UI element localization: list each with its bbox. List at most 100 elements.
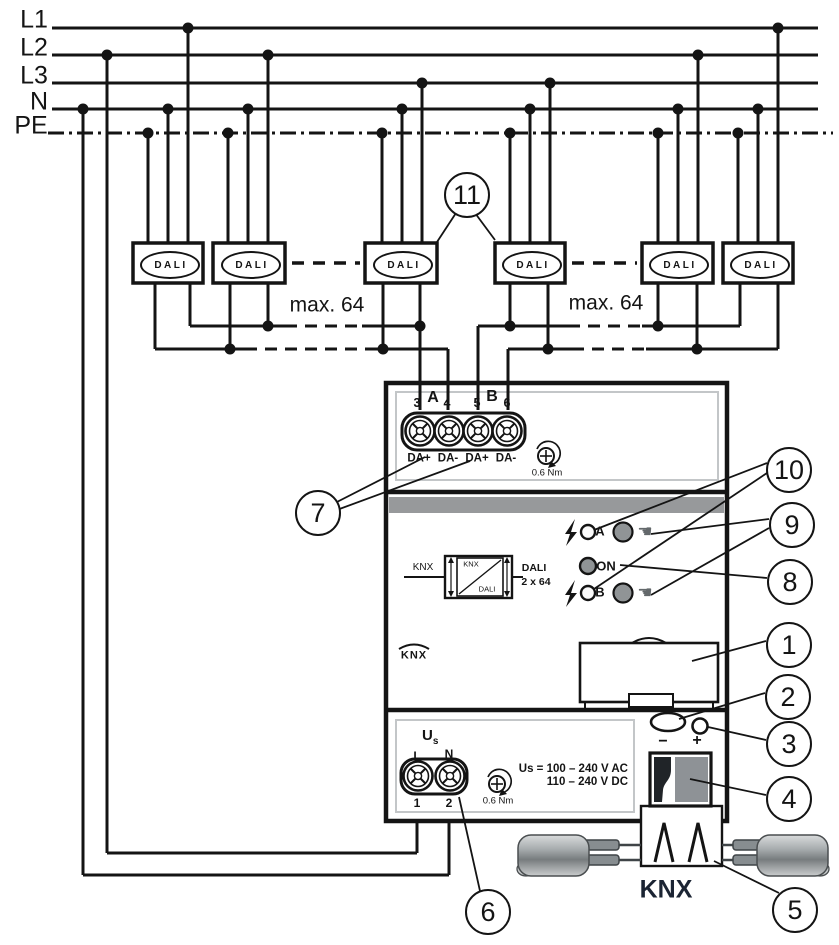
converter-inner-knx: KNX xyxy=(463,559,479,569)
callout-2: 2 xyxy=(765,674,811,720)
led-b-label: B xyxy=(595,584,605,600)
gray-band xyxy=(389,497,724,513)
callout-4: 4 xyxy=(766,776,812,822)
torque-label-bottom: 0.6 Nm xyxy=(482,795,514,807)
screw-terminal-icon xyxy=(462,415,494,447)
us-label: Us xyxy=(422,727,439,747)
rail-label-n: N xyxy=(29,87,49,116)
converter-inner-dali: DALI xyxy=(478,584,496,594)
callout-3: 3 xyxy=(766,721,812,767)
channel-b-label: B xyxy=(486,388,498,405)
knx-logo: KNX xyxy=(400,649,428,662)
knx-logo-arc xyxy=(398,643,430,650)
torque-screw-icon xyxy=(487,768,513,796)
programming-button[interactable] xyxy=(649,711,687,733)
programming-led xyxy=(691,717,709,735)
channel-a-label: A xyxy=(427,389,439,406)
callout-9: 9 xyxy=(769,502,815,548)
dali-ballast-logo: DALI xyxy=(373,251,433,279)
max-devices-label-a: max. 64 xyxy=(289,293,365,317)
screw-terminal-icon xyxy=(404,415,436,447)
wire-label-da-plus-a: DA+ xyxy=(407,452,431,465)
junction-dots xyxy=(77,22,784,355)
callout-leader-lines xyxy=(332,212,780,894)
gateway-supply-wires xyxy=(81,55,451,877)
screw-terminal-icon xyxy=(434,760,466,792)
dali-oval-icon: DALI xyxy=(140,251,200,279)
led-on-label: ON xyxy=(596,558,616,574)
wire-label-da-minus-a: DA- xyxy=(437,452,459,465)
callout-1: 1 xyxy=(766,622,812,668)
dali-oval-icon: DALI xyxy=(502,251,562,279)
dali-oval-icon: DALI xyxy=(221,251,281,279)
dali-oval-icon: DALI xyxy=(649,251,709,279)
wire-label-da-plus-b: DA+ xyxy=(465,452,489,465)
terminal-3-label: 3 xyxy=(413,395,421,410)
led-a-label: A xyxy=(595,523,605,539)
terminal-5-label: 5 xyxy=(473,395,481,410)
screw-terminal-icon xyxy=(491,415,523,447)
dali-ballast-logo: DALI xyxy=(730,251,790,279)
label-holder xyxy=(578,637,720,709)
knx-cable-right xyxy=(722,834,830,877)
callout-5: 5 xyxy=(772,887,818,933)
torque-screw-icon xyxy=(536,440,562,468)
supply-n-label: N xyxy=(444,747,454,761)
press-hand-icon: ☚ xyxy=(637,583,653,602)
terminal-4-label: 4 xyxy=(443,395,451,410)
converter-dali-label: DALI xyxy=(521,561,547,574)
screw-terminal-icon xyxy=(433,415,465,447)
dali-ballast-logo: DALI xyxy=(649,251,709,279)
channel-b-test-button[interactable] xyxy=(612,582,634,604)
converter-capacity-label: 2 x 64 xyxy=(521,575,551,588)
power-rails xyxy=(48,26,833,135)
led-panel xyxy=(565,519,634,607)
max-devices-label-b: max. 64 xyxy=(568,291,644,315)
lightning-icon xyxy=(565,580,577,607)
led-on xyxy=(578,556,598,576)
dali-bus-wires xyxy=(153,283,780,351)
rail-label-l1: L1 xyxy=(20,5,48,34)
rail-label-l3: L3 xyxy=(20,61,48,90)
dali-oval-icon: DALI xyxy=(730,251,790,279)
knx-bus-terminal xyxy=(639,751,724,868)
wire-label-da-minus-b: DA- xyxy=(495,452,517,465)
supply-l-label: L xyxy=(413,749,421,763)
terminal-6-label: 6 xyxy=(503,395,511,410)
converter-knx-label: KNX xyxy=(412,562,434,573)
callout-6: 6 xyxy=(465,889,511,935)
dali-ballast-logo: DALI xyxy=(221,251,281,279)
supply-terminal-block xyxy=(399,757,469,796)
ballast-supply-wires xyxy=(146,28,780,243)
channel-a-test-button[interactable] xyxy=(612,521,634,543)
supply-terminal-2-label: 2 xyxy=(445,796,453,810)
torque-label-top: 0.6 Nm xyxy=(531,467,563,479)
press-hand-icon: ☚ xyxy=(637,522,653,541)
knx-bus-label: KNX xyxy=(639,875,693,904)
callout-11: 11 xyxy=(444,172,490,218)
minus-polarity-label: − xyxy=(658,733,668,750)
strain-relief-prong xyxy=(653,822,675,863)
callout-8: 8 xyxy=(767,559,813,605)
dali-terminal-block xyxy=(400,411,527,452)
strain-relief-prong xyxy=(687,822,709,863)
dali-terminal-entries xyxy=(418,326,510,410)
rail-label-l2: L2 xyxy=(20,33,48,62)
led-b xyxy=(579,584,597,602)
plus-polarity-label: + xyxy=(692,732,702,749)
lightning-icon xyxy=(565,519,577,546)
callout-10: 10 xyxy=(766,447,812,493)
knx-dali-converter-icon xyxy=(404,554,523,600)
voltage-rating-line2: 110 – 240 V DC xyxy=(546,776,628,788)
gateway-device-outline xyxy=(383,380,730,824)
supply-terminal-1-label: 1 xyxy=(413,796,421,810)
voltage-rating-line1: Us = 100 – 240 V AC xyxy=(518,763,628,775)
knx-cable-left xyxy=(516,834,641,877)
callout-7: 7 xyxy=(295,490,341,536)
screw-terminal-icon xyxy=(402,760,434,792)
dali-ballast-logo: DALI xyxy=(140,251,200,279)
led-a xyxy=(579,523,597,541)
dali-ballast-logo: DALI xyxy=(502,251,562,279)
